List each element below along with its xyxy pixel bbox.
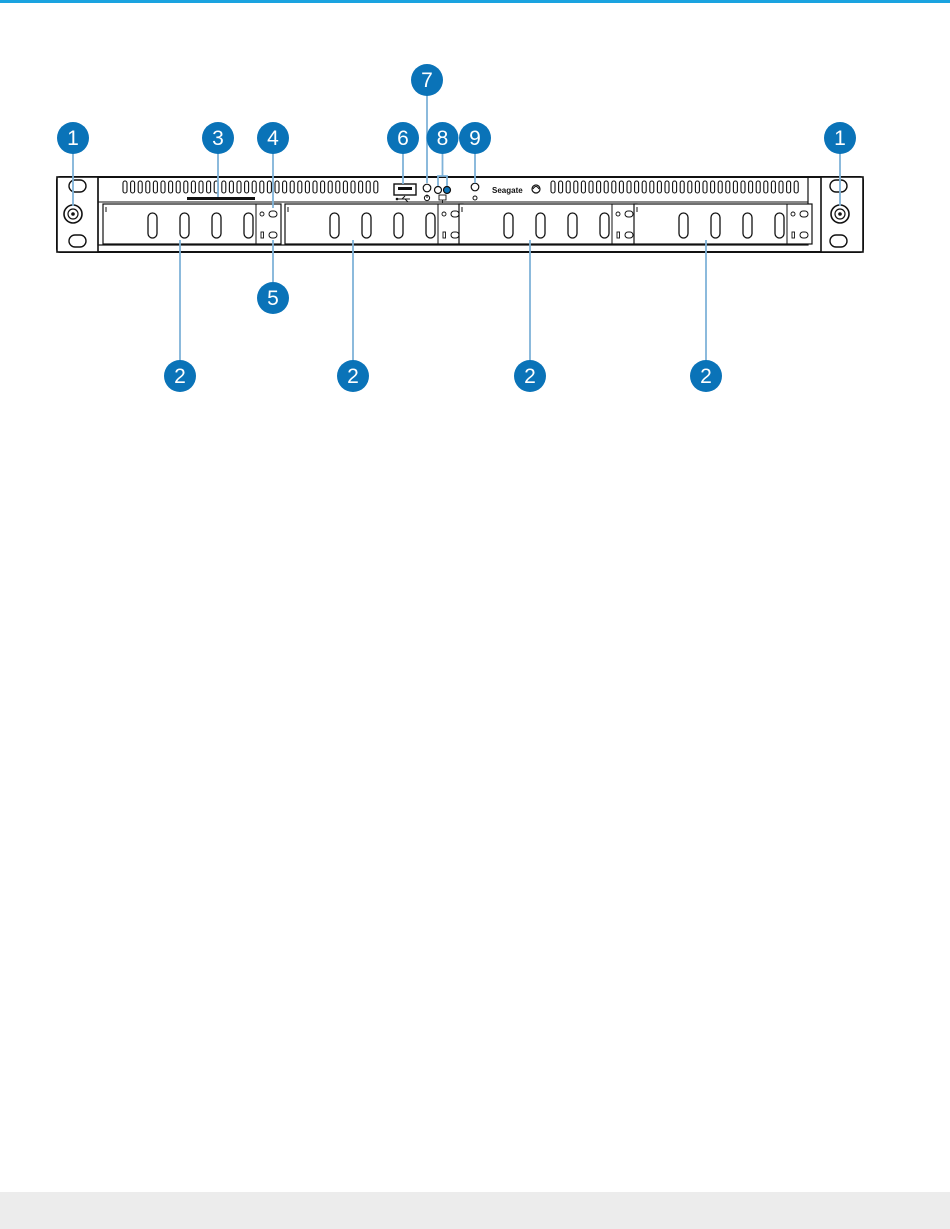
callout-8: 8 <box>427 122 459 154</box>
callout-1-right: 1 <box>824 122 856 154</box>
svg-text:1: 1 <box>834 127 846 150</box>
callout-9: 9 <box>459 122 491 154</box>
callout-1-left: 1 <box>57 122 89 154</box>
network-led-1 <box>435 187 442 194</box>
svg-text:7: 7 <box>421 69 433 92</box>
label-slot <box>187 197 255 200</box>
footer-band <box>0 1192 950 1229</box>
callout-5: 5 <box>257 282 289 314</box>
callout-4: 4 <box>257 122 289 154</box>
svg-text:2: 2 <box>347 365 359 388</box>
network-led-2 <box>444 187 451 194</box>
power-button[interactable] <box>423 184 431 192</box>
thumbscrew-right[interactable] <box>831 205 849 223</box>
drive-bays <box>103 204 812 244</box>
brand-name: Seagate <box>492 186 523 195</box>
svg-text:8: 8 <box>437 127 449 150</box>
callout-2-d: 2 <box>690 360 722 392</box>
svg-text:6: 6 <box>397 127 409 150</box>
svg-text:2: 2 <box>700 365 712 388</box>
svg-text:1: 1 <box>67 127 79 150</box>
svg-text:4: 4 <box>267 127 279 150</box>
callout-2-c: 2 <box>514 360 546 392</box>
callout-6: 6 <box>387 122 419 154</box>
callout-7: 7 <box>411 64 443 96</box>
svg-text:2: 2 <box>174 365 186 388</box>
id-button[interactable] <box>471 183 479 191</box>
drive-bay-1[interactable] <box>103 204 281 244</box>
drive-bay-2[interactable] <box>285 204 463 244</box>
svg-text:5: 5 <box>267 287 279 310</box>
callout-2-a: 2 <box>164 360 196 392</box>
svg-text:3: 3 <box>212 127 224 150</box>
svg-text:2: 2 <box>524 365 536 388</box>
svg-text:9: 9 <box>469 127 481 150</box>
callout-2-b: 2 <box>337 360 369 392</box>
thumbscrew-left[interactable] <box>64 205 82 223</box>
drive-bay-4[interactable] <box>634 204 812 244</box>
callout-3: 3 <box>202 122 234 154</box>
drive-bay-3[interactable] <box>459 204 637 244</box>
usb-port[interactable] <box>394 184 416 195</box>
